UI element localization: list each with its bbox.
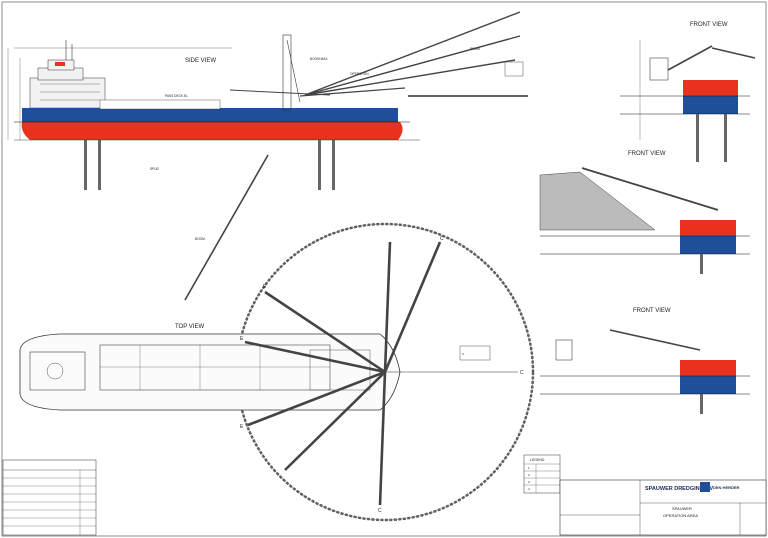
svg-text:BOOM MAX.: BOOM MAX.	[310, 57, 329, 61]
side-view: SIDE VIEW	[7, 11, 528, 301]
side-view-title: SIDE VIEW	[185, 58, 216, 64]
svg-text:E: E	[240, 424, 244, 430]
side-hull	[14, 99, 420, 141]
top-booms	[244, 241, 518, 506]
side-boom-lowered	[184, 154, 269, 301]
front-view-3-title: FRONT VIEW	[633, 308, 671, 314]
sector-markers: E E C C E C	[240, 236, 524, 514]
partner-name: DEN HERDER	[713, 485, 740, 490]
front-view-2: FRONT VIEW	[539, 151, 750, 274]
spud-legs	[84, 140, 335, 190]
front-view-1: FRONT VIEW	[620, 22, 756, 162]
front-view-2-title: FRONT VIEW	[628, 151, 666, 157]
title-block: SPAUWER DREDGING BV DEN HERDER SPAUWER O…	[559, 479, 767, 536]
legend-row-3: 3	[528, 480, 530, 484]
drawing-name: OPERATION AREA	[663, 513, 698, 518]
front-view-3: FRONT VIEW	[540, 308, 750, 414]
legend-table: LEGEND 1 2 3 4	[523, 454, 561, 494]
superstructure	[29, 40, 106, 109]
svg-text:SPUD: SPUD	[150, 167, 160, 171]
front-view-1-title: FRONT VIEW	[690, 22, 728, 28]
svg-text:BOOM: BOOM	[195, 237, 205, 241]
side-booms	[184, 11, 528, 301]
svg-text:BOOM: BOOM	[470, 47, 480, 51]
legend-row-4: 4	[528, 487, 530, 491]
svg-text:C: C	[520, 370, 524, 376]
top-view: TOP VIEW E	[19, 222, 535, 522]
legend-row-2: 2	[528, 473, 530, 477]
svg-text:E: E	[263, 284, 267, 290]
dredge-spoil-heap	[539, 171, 656, 231]
legend-title: LEGEND	[530, 458, 545, 462]
svg-text:E: E	[240, 336, 244, 342]
notes-table	[2, 459, 97, 536]
den-herder-logo: DEN HERDER	[700, 482, 740, 492]
legend-row-1: 1	[528, 466, 530, 470]
svg-text:PASS DECK EL: PASS DECK EL	[165, 94, 188, 98]
svg-text:C: C	[462, 352, 465, 356]
svg-text:C: C	[378, 508, 382, 514]
svg-text:OPERATION: OPERATION	[350, 72, 369, 76]
top-view-title: TOP VIEW	[175, 324, 204, 330]
svg-text:C: C	[440, 236, 444, 242]
company-name: SPAUWER DREDGING BV	[645, 486, 713, 492]
project-name: SPAUWER	[672, 506, 692, 511]
